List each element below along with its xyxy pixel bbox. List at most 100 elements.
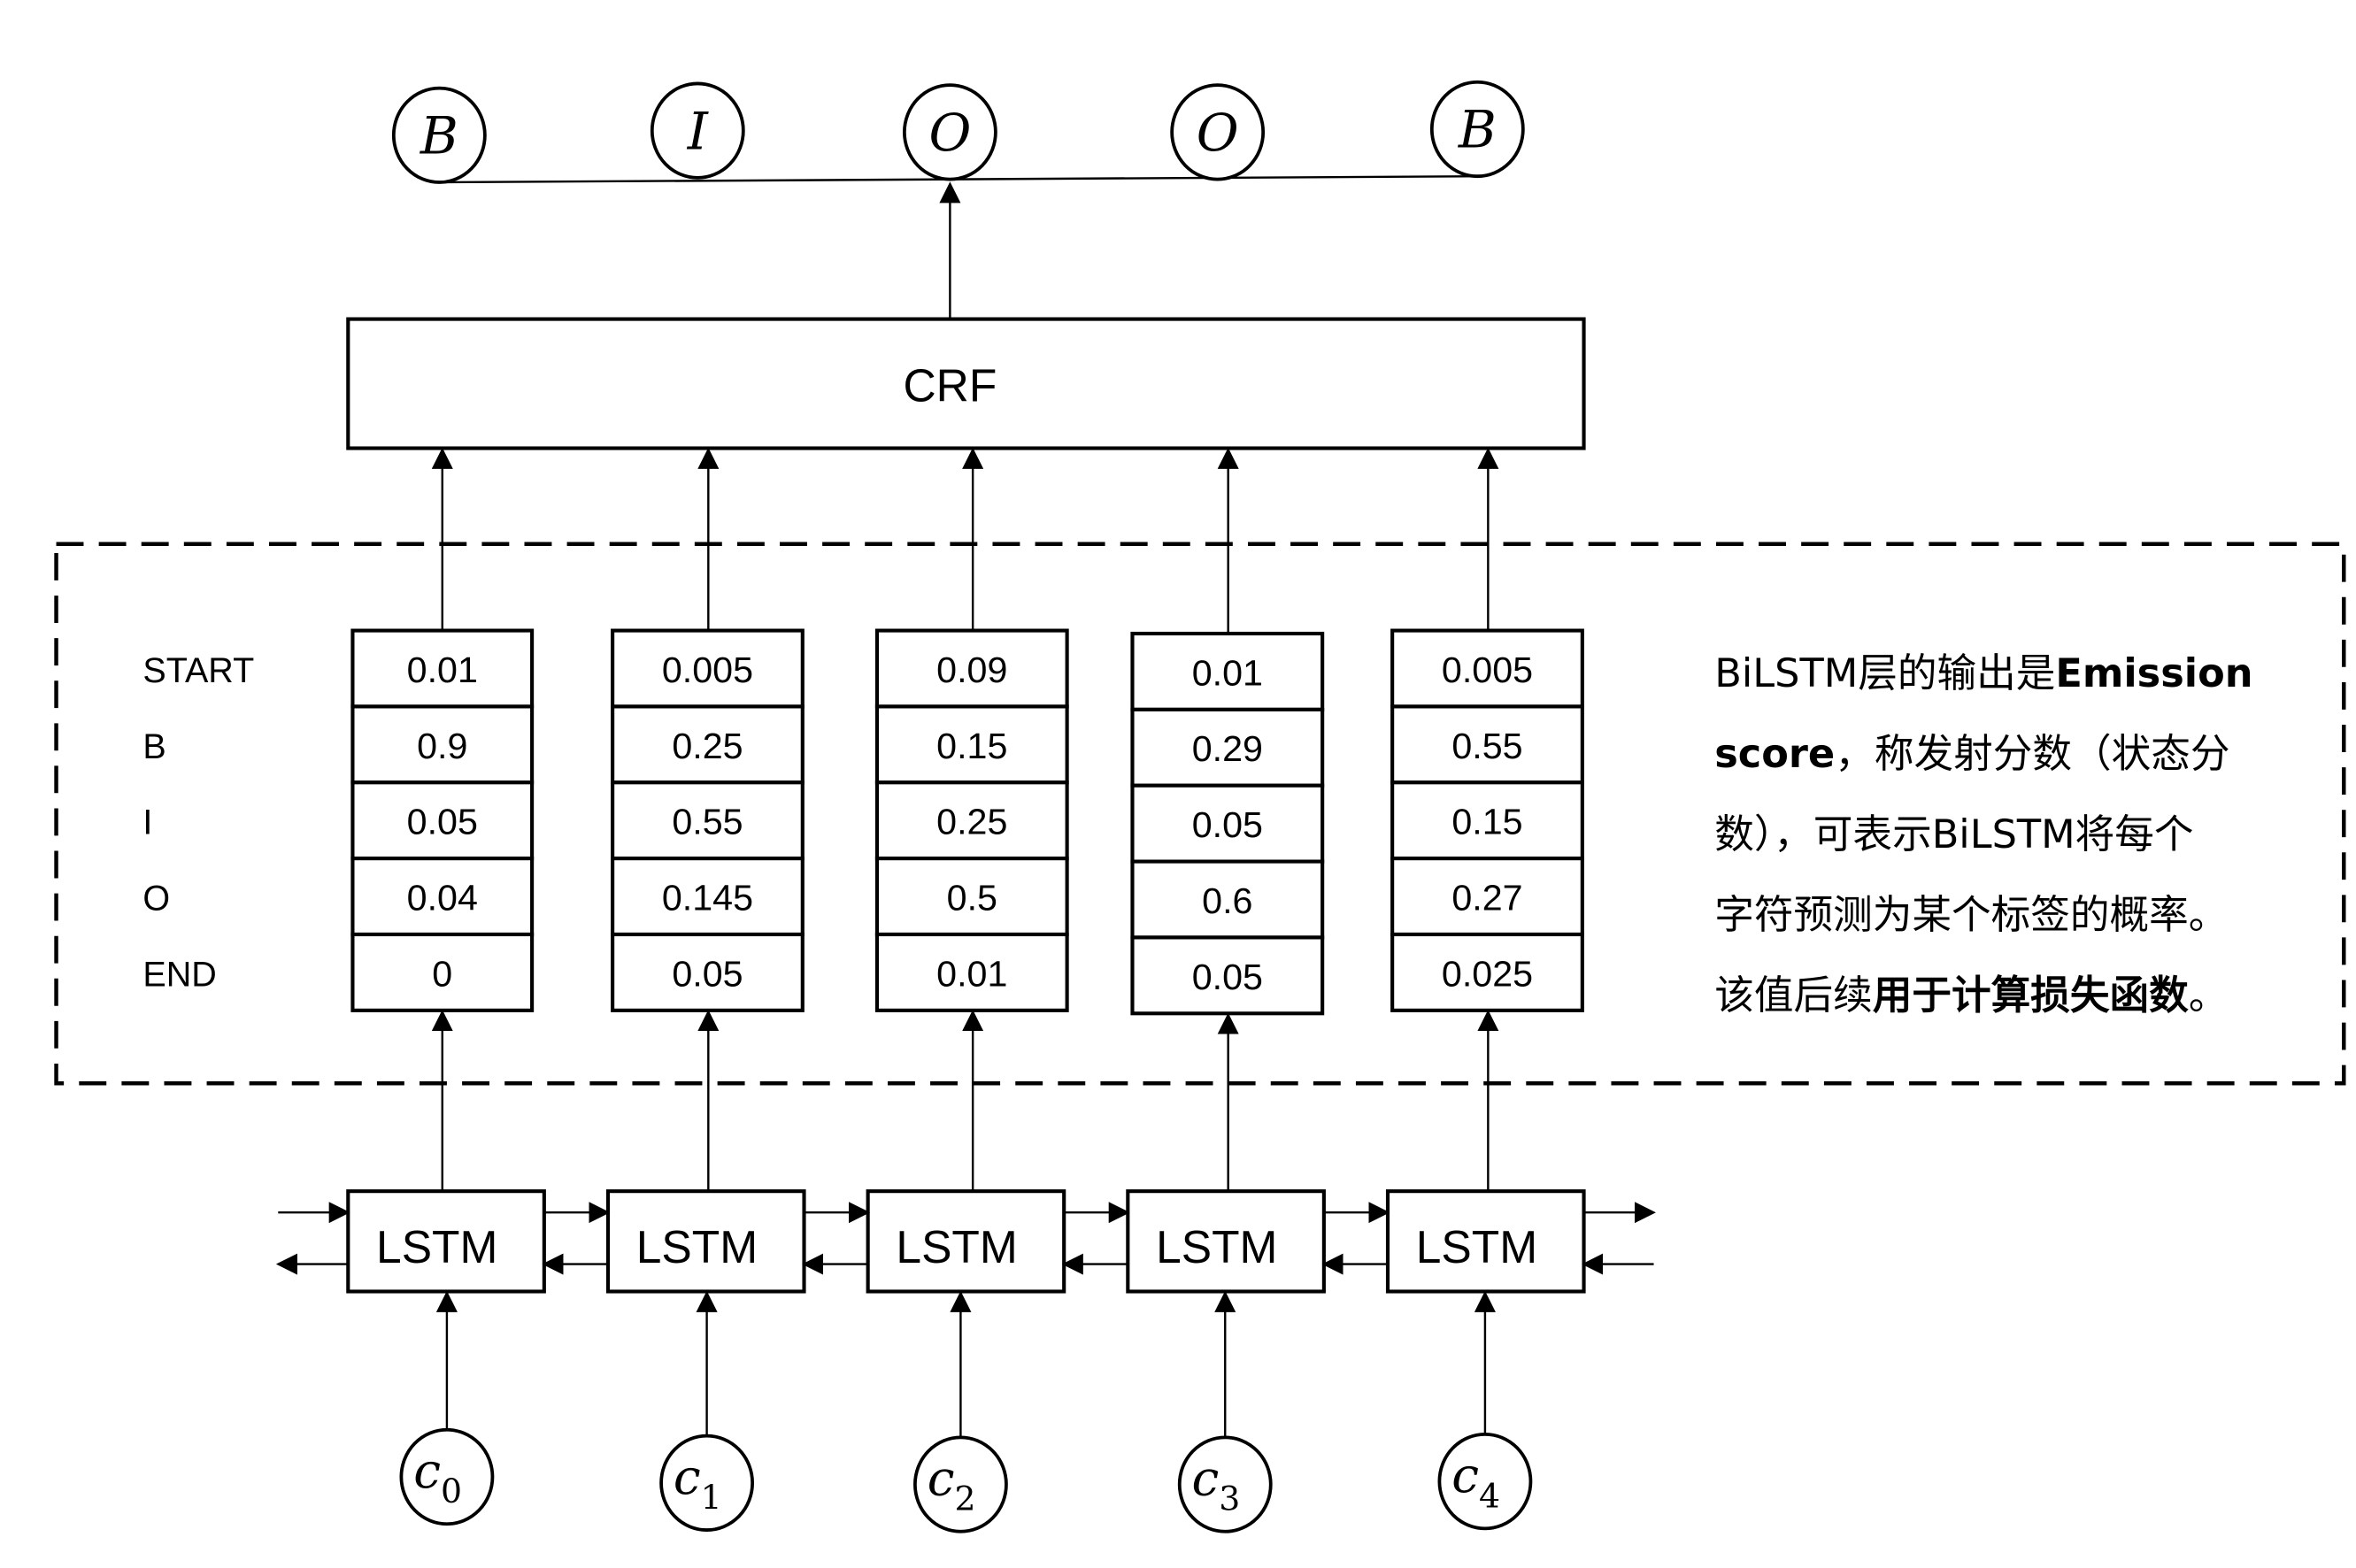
tag-circle [902,83,997,181]
emission-cell [611,704,805,785]
lstm-box [1126,1189,1326,1294]
description-line: 字符预测为某个标签的概率。 [1714,892,2228,938]
emission-value: 0.01 [407,649,478,690]
crf-box [346,317,1586,450]
emission-column: 0.090.150.250.50.01 [874,447,1069,1192]
input-label: c3 [1192,1450,1241,1518]
input-label: c0 [413,1442,462,1510]
row-label-i: I [142,803,152,842]
lstm-label: LSTM [376,1221,497,1272]
lstm-box [866,1189,1066,1294]
input-base: c [413,1442,441,1499]
emission-value: 0.09 [936,649,1007,690]
emission-description: BiLSTM层的输出是Emission score，称发射分数（状态分数），可表示… [1714,650,2252,1018]
description-line: 数），可表示BiLSTM将每个 [1714,811,2193,857]
emission-value: 0.5 [947,878,997,919]
lstm-label: LSTM [636,1221,758,1272]
input-label: c4 [1451,1447,1500,1515]
emission-value: 0.05 [407,802,478,842]
input-label: c1 [674,1449,722,1517]
input-circle [1437,1433,1533,1531]
output-tag-node: O [1170,83,1266,181]
tag-label: B [420,105,458,165]
emission-value: 0.005 [662,649,753,690]
lstm-label: LSTM [1156,1221,1277,1272]
input-char-node: c3 [1177,1290,1273,1533]
input-circle [1177,1435,1273,1533]
emission-value: 0.6 [1202,880,1252,921]
description-text: 。 [2189,972,2229,1018]
tag-circle [1170,83,1266,181]
description-text: ，称发射分数（状态分 [1835,731,2229,777]
emission-value: 0.27 [1451,878,1522,919]
emission-cell [611,932,805,1012]
description-emphasis: Emission [2055,650,2252,696]
emission-cell [350,857,535,937]
emission-cell [350,704,535,785]
emission-value: 0.05 [1192,804,1263,845]
input-subscript: 3 [1219,1480,1240,1518]
emission-value: 0.145 [662,878,753,919]
emission-value: 0.025 [1442,953,1533,994]
row-label-b: B [142,727,166,766]
tag-label: B [1458,100,1497,160]
row-label-o: O [142,880,170,919]
input-base: c [674,1449,701,1505]
lstm-label: LSTM [896,1221,1017,1272]
emission-value: 0.15 [1451,802,1522,842]
output-tag-node: B [1429,80,1525,179]
tag-label: I [687,101,709,161]
emission-value: 0.55 [672,802,743,842]
emission-column: 0.005 0.25 0.55 0.145 0.05 [611,447,805,1192]
emission-value: 0.01 [1192,652,1263,693]
tag-label: O [928,103,971,163]
description-line: 该值后续用于计算损失函数。 [1714,972,2228,1018]
emission-value: 0.9 [417,726,467,766]
lstm-cell: LSTM [275,1189,546,1294]
tag-label: O [1197,103,1239,163]
emission-cell [350,780,535,861]
emission-score-columns: 0.010.90.050.0400.0050.250.550.1450.050.… [350,447,1584,1192]
output-tag-node: O [902,83,997,181]
emission-cell [874,628,1069,709]
description-text: 字符预测为某个标签的概率。 [1714,892,2228,938]
emission-value: 0.55 [1451,726,1522,766]
input-label: c2 [928,1450,976,1518]
emission-cell [611,628,805,709]
emission-cell [1130,859,1325,940]
input-char-node: c1 [659,1290,755,1532]
input-char-node: c2 [912,1290,1008,1533]
emission-value: 0.29 [1192,728,1263,769]
row-label-end: END [142,955,216,994]
row-label-start: START [142,651,254,690]
description-emphasis: score [1714,731,1835,777]
emission-cell [1390,857,1584,937]
emission-row-labels: START BIO END [142,651,254,994]
description-text: BiLSTM层的输出是 [1714,650,2055,696]
input-base: c [1451,1447,1479,1503]
emission-cell [1390,704,1584,785]
emission-value: 0.04 [407,878,478,919]
description-line: BiLSTM层的输出是Emission [1714,650,2252,696]
input-subscript: 4 [1479,1476,1500,1515]
emission-column: 0.01 0.9 0.05 0.04 0 [350,447,535,1192]
input-subscript: 0 [441,1472,462,1510]
output-tag-node: I [650,81,745,180]
emission-value: 0.01 [936,953,1007,994]
input-char-node: c4 [1437,1290,1533,1531]
emission-value: 0.25 [936,802,1007,842]
description-text: 该值后续 [1714,972,1873,1018]
emission-cell [1390,932,1584,1012]
crf-label: CRF [903,359,997,411]
emission-cell [1390,780,1584,861]
emission-value: 0.25 [672,726,743,766]
output-tag-node: B [391,86,487,184]
emission-value: 0 [432,953,452,994]
lstm-cell: LSTM [802,1189,1066,1294]
input-subscript: 2 [954,1480,975,1518]
emission-value: 0.05 [1192,957,1263,997]
emission-value: 0.05 [672,953,743,994]
